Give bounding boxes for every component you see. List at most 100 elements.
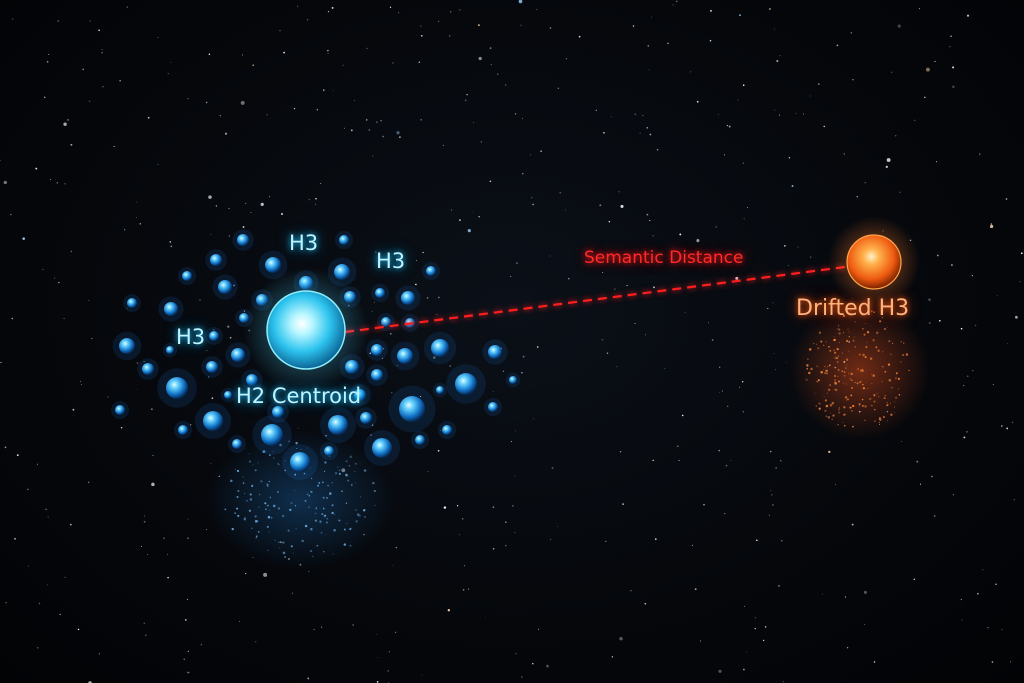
dust-particle (338, 519, 340, 522)
star (70, 250, 73, 253)
star (715, 226, 718, 228)
star (822, 593, 824, 595)
star (514, 475, 516, 477)
dust-particle (304, 473, 306, 475)
dust-particle (282, 551, 286, 555)
star (490, 63, 493, 66)
dust-particle (295, 528, 297, 530)
star (215, 205, 218, 207)
star (22, 237, 25, 240)
star (747, 207, 748, 209)
dust-particle (836, 357, 839, 360)
star (58, 281, 60, 284)
star (211, 397, 214, 400)
star (634, 113, 637, 116)
star (952, 494, 955, 496)
dust-particle (262, 450, 266, 453)
dust-particle (816, 380, 818, 383)
dust-particle (878, 421, 881, 424)
star (376, 121, 378, 123)
drifted-h3-node (846, 234, 902, 290)
star (492, 391, 494, 392)
dust-particle (862, 328, 864, 330)
star (649, 133, 652, 136)
dust-particle (327, 485, 329, 487)
dust-particle (334, 513, 336, 515)
star (536, 9, 538, 11)
star (136, 201, 138, 203)
star (297, 5, 299, 7)
h3-point (206, 361, 218, 373)
star (59, 613, 61, 616)
star (63, 317, 65, 320)
star (960, 599, 962, 601)
dust-particle (318, 481, 321, 484)
dust-particle (825, 369, 828, 373)
dust-particle (881, 380, 883, 383)
star (101, 49, 103, 51)
dust-particle (359, 496, 362, 498)
dust-particle (269, 454, 271, 456)
star (167, 576, 169, 579)
star (885, 165, 888, 169)
dust-particle (292, 552, 294, 554)
star (533, 418, 535, 420)
star (928, 322, 931, 324)
star (532, 662, 534, 665)
dust-particle (886, 401, 889, 404)
star (843, 153, 845, 155)
star (770, 490, 771, 492)
star (88, 100, 91, 103)
h3-point (232, 439, 242, 449)
dust-particle (877, 395, 880, 398)
h3-point (224, 391, 232, 399)
star (208, 53, 211, 56)
dust-particle (852, 339, 855, 342)
dust-particle (317, 484, 319, 487)
star (36, 463, 38, 465)
dust-particle (823, 344, 825, 347)
star (803, 113, 804, 115)
star (170, 61, 172, 63)
star (536, 346, 539, 348)
star (743, 605, 745, 607)
star (458, 534, 460, 536)
star (462, 589, 465, 591)
dust-particle (838, 341, 841, 344)
star (64, 576, 66, 578)
dust-particle (837, 355, 840, 357)
star (504, 84, 507, 86)
star (634, 323, 636, 325)
cluster-haze (205, 430, 395, 570)
star (213, 328, 215, 331)
dust-particle (824, 371, 827, 375)
dust-particle (837, 424, 839, 426)
dust-particle (861, 404, 864, 407)
star (263, 572, 268, 577)
star (144, 634, 147, 637)
h2-centroid-label: H2 Centroid (236, 384, 362, 408)
dust-particle (846, 364, 848, 366)
dust-particle (833, 349, 836, 352)
star (77, 628, 80, 631)
dust-particle (362, 509, 366, 512)
star (185, 619, 187, 621)
dust-particle (824, 409, 827, 413)
star (709, 39, 712, 42)
star (0, 361, 2, 364)
star (991, 661, 994, 663)
star (894, 135, 897, 137)
star (327, 10, 330, 13)
dust-particle (897, 377, 900, 380)
dust-particle (864, 323, 866, 325)
h3-point (324, 446, 334, 456)
star (718, 449, 720, 452)
dust-particle (888, 340, 891, 343)
star (141, 546, 143, 548)
dust-particle (258, 493, 261, 496)
star (187, 518, 189, 520)
dust-particle (242, 476, 244, 478)
star (208, 195, 212, 199)
dust-particle (338, 472, 341, 475)
